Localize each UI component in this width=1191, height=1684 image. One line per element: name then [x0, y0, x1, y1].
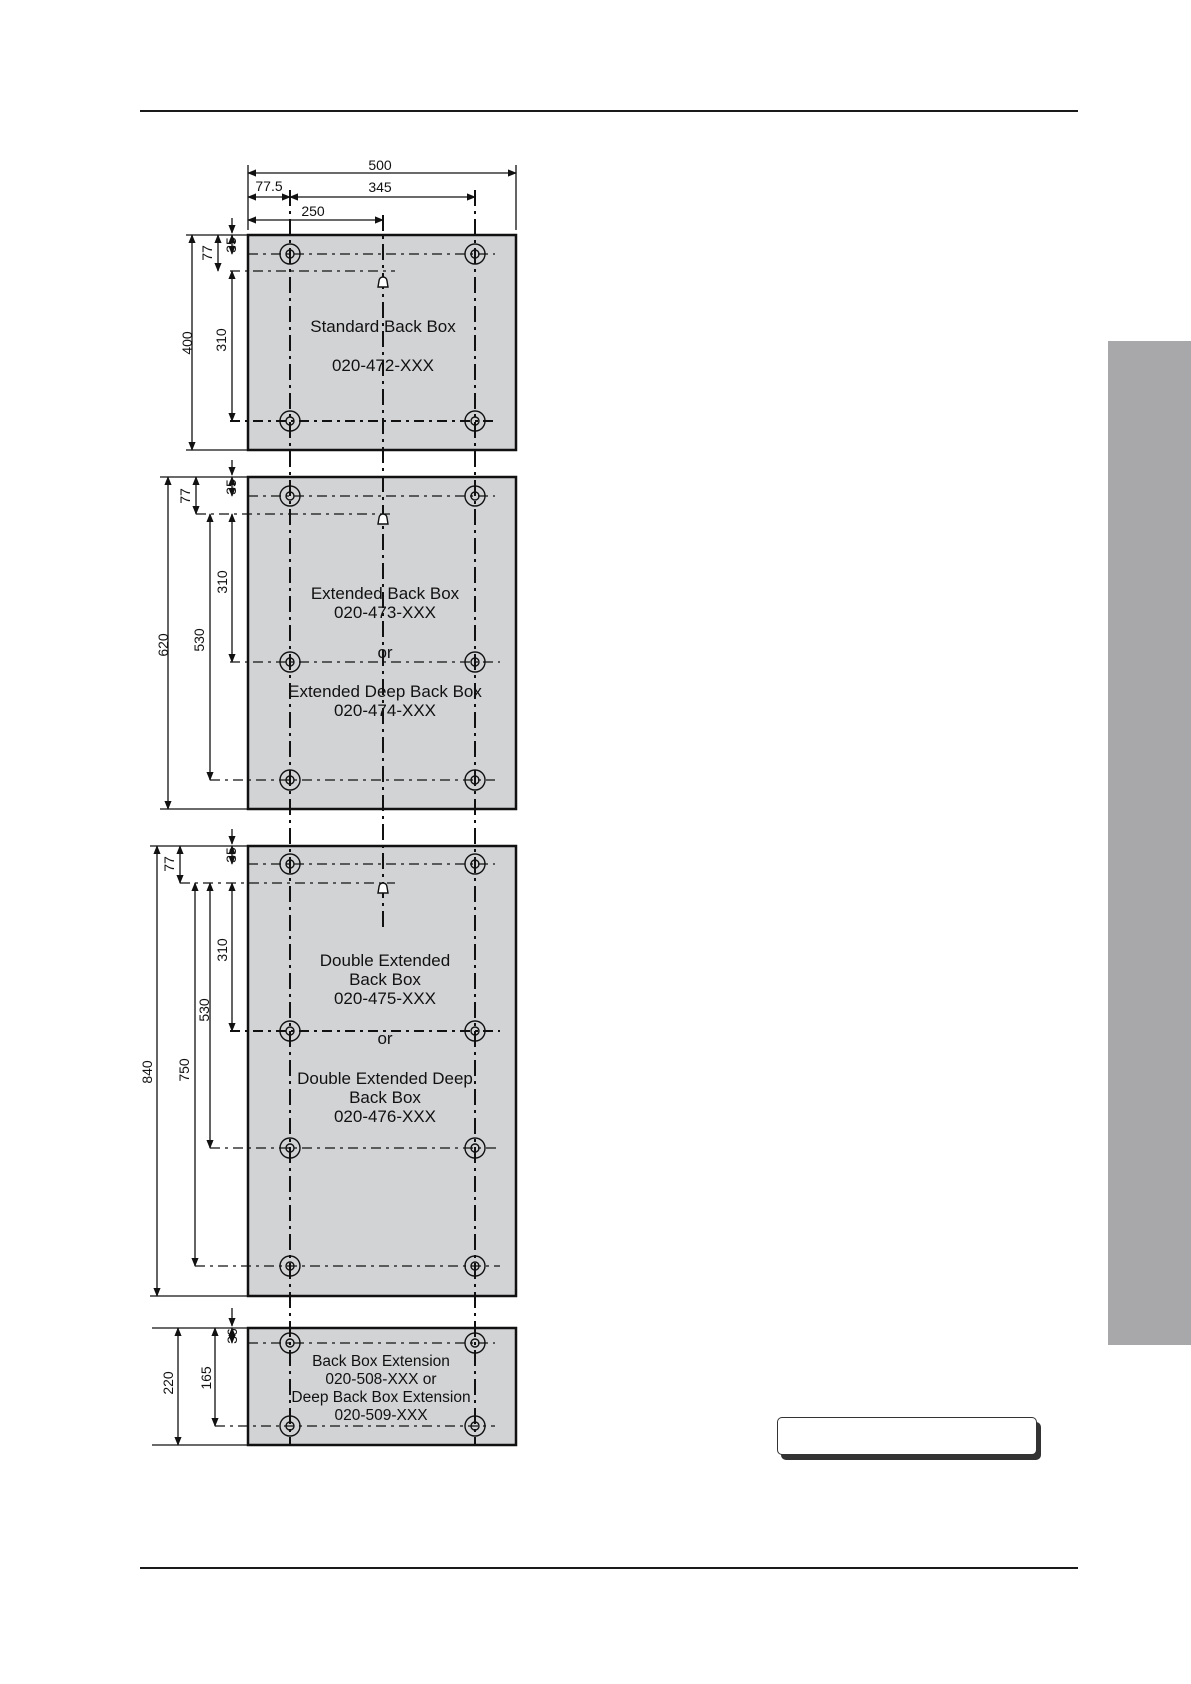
dim-hole-span: 345 [368, 179, 392, 195]
std-dim-keyhole: 77 [199, 245, 215, 261]
keyhole-icon [377, 513, 389, 525]
keyhole-icon [377, 882, 389, 894]
svg-text:020-509-XXX: 020-509-XXX [334, 1407, 428, 1424]
hole-icon [464, 1415, 486, 1437]
dbl-dim-keyhole: 77 [161, 856, 177, 872]
std-dim-height: 400 [179, 331, 195, 355]
hole-icon [279, 243, 301, 265]
dim-center-offset: 250 [301, 203, 325, 219]
svg-text:020-476-XXX: 020-476-XXX [334, 1107, 436, 1126]
hole-icon [279, 1332, 301, 1354]
svg-text:Double Extended: Double Extended [320, 951, 450, 970]
double-extended-box-label: Double Extended Back Box 020-475-XXX or … [297, 951, 473, 1126]
hole-icon [279, 1137, 301, 1159]
extn-dim-height: 220 [160, 1371, 176, 1395]
hole-icon [279, 410, 301, 432]
ext-dim-height: 620 [155, 633, 171, 657]
standard-box-label: Standard Back Box 020-472-XXX [310, 317, 456, 375]
svg-text:Deep Back Box Extension: Deep Back Box Extension [291, 1389, 470, 1406]
hole-icon [464, 1137, 486, 1159]
svg-text:or: or [377, 643, 392, 662]
hole-icon [464, 1332, 486, 1354]
extn-dim-top-hole: 36 [224, 1328, 240, 1344]
footer-rule [140, 1567, 1078, 1569]
hole-icon [279, 485, 301, 507]
svg-text:Back Box: Back Box [349, 1088, 421, 1107]
dbl-dim-mid-spacing: 530 [196, 998, 212, 1022]
hole-icon [279, 853, 301, 875]
svg-text:Extended Back Box: Extended Back Box [311, 584, 460, 603]
hole-icon [464, 1255, 486, 1277]
hole-icon [279, 1020, 301, 1042]
svg-text:020-472-XXX: 020-472-XXX [332, 356, 434, 375]
hole-icon [464, 410, 486, 432]
keyhole-icon [377, 276, 389, 288]
svg-text:020-475-XXX: 020-475-XXX [334, 989, 436, 1008]
keyholes [377, 276, 389, 894]
svg-text:020-474-XXX: 020-474-XXX [334, 701, 436, 720]
hole-icon [279, 1415, 301, 1437]
hole-icon [464, 243, 486, 265]
hole-icon [279, 769, 301, 791]
section-side-tab[interactable] [1108, 341, 1191, 1345]
svg-text:020-508-XXX or: 020-508-XXX or [325, 1371, 436, 1388]
svg-text:Standard Back Box: Standard Back Box [310, 317, 456, 336]
svg-text:Back Box: Back Box [349, 970, 421, 989]
dbl-dim-top-hole: 35 [223, 847, 239, 863]
extn-dim-hole-spacing: 165 [198, 1366, 214, 1390]
top-dimensions [247, 165, 517, 230]
svg-text:Back Box Extension: Back Box Extension [312, 1353, 450, 1370]
header-rule [140, 110, 1078, 112]
extended-box-label: Extended Back Box 020-473-XXX or Extende… [288, 584, 482, 720]
vertical-centre-lines [289, 190, 476, 1445]
dim-overall-width: 500 [368, 157, 392, 173]
hole-icon [464, 853, 486, 875]
std-dim-top-hole: 35 [223, 237, 239, 253]
ext-dim-hole-spacing: 310 [214, 570, 230, 594]
svg-text:020-473-XXX: 020-473-XXX [334, 603, 436, 622]
hole-icon [279, 1255, 301, 1277]
horizontal-hole-lines [180, 253, 500, 1427]
dbl-dim-height: 840 [139, 1060, 155, 1084]
hole-icon [464, 485, 486, 507]
hole-icon [464, 1020, 486, 1042]
dbl-dim-hole-spacing: 310 [214, 938, 230, 962]
svg-text:Extended Deep Back Box: Extended Deep Back Box [288, 682, 482, 701]
hole-icon [464, 769, 486, 791]
side-dimensions [150, 218, 248, 1446]
note-box [777, 1417, 1037, 1455]
std-dim-hole-spacing: 310 [213, 328, 229, 352]
mounting-holes [279, 243, 486, 1437]
side-dimension-labels: 35 77 310 400 35 77 310 530 620 35 77 31… [139, 237, 240, 1395]
ext-dim-top-hole: 35 [223, 479, 239, 495]
hole-icon [279, 651, 301, 673]
hole-icon [464, 651, 486, 673]
svg-text:Double Extended Deep: Double Extended Deep [297, 1069, 473, 1088]
dbl-dim-lower-spacing: 750 [176, 1058, 192, 1082]
ext-dim-keyhole: 77 [177, 488, 193, 504]
ext-dim-lower-spacing: 530 [191, 628, 207, 652]
dim-left-offset: 77.5 [255, 178, 282, 194]
extension-box-label: Back Box Extension 020-508-XXX or Deep B… [291, 1353, 470, 1424]
svg-text:or: or [377, 1029, 392, 1048]
